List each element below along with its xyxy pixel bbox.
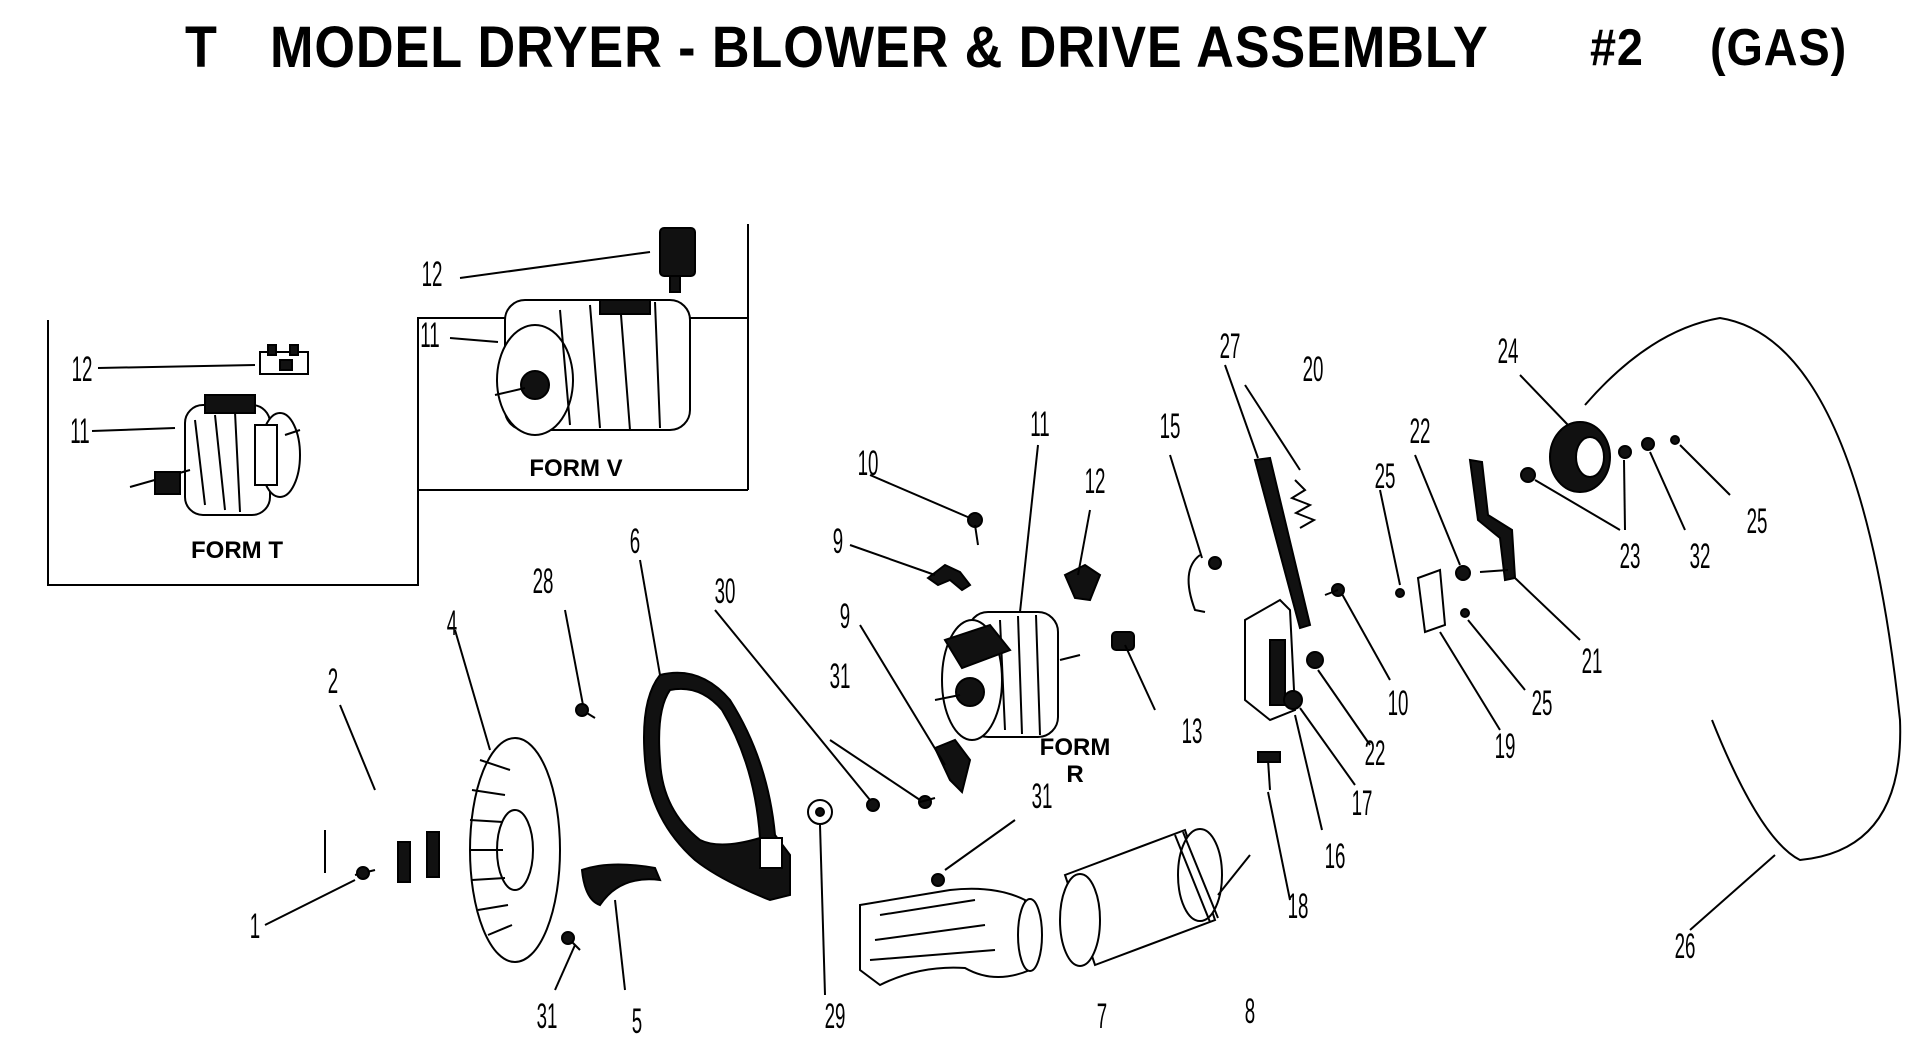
bracket-part-19 [1416,568,1447,634]
callout-9-upper: 9 [833,522,843,561]
callout-12: 12 [1085,462,1106,501]
exhaust-tube-part-8 [1059,828,1223,967]
callout-24: 24 [1498,332,1519,371]
form-t-callout-12: 12 [72,350,93,389]
callout-32: 32 [1690,537,1711,576]
callout-22-right: 22 [1410,412,1431,451]
clip-part-13 [1111,631,1135,651]
callout-25-right: 25 [1747,502,1768,541]
callout-8: 8 [1245,992,1255,1031]
title-fuel-type: (GAS) [1710,19,1848,77]
bracket-part-9-upper [926,563,972,592]
spring-clip-part-15 [1187,554,1222,613]
clamp-part-29 [807,799,833,825]
bracket-part-16 [1244,598,1297,722]
screw-part-31-mid [918,795,936,809]
callout-31-lower: 31 [537,997,558,1036]
nut-part-30 [866,798,880,812]
washer-part-32 [1641,437,1655,451]
diagram-title: T MODEL DRYER - BLOWER & DRIVE ASSEMBLY … [0,8,1920,98]
washer-part-25-b [1460,608,1470,618]
form-t-motor [129,394,301,516]
blower-wheel-part-4 [469,737,561,963]
callout-10-upper: 10 [858,444,879,483]
callout-19: 19 [1495,727,1516,766]
form-v-label: FORM V [529,455,622,482]
callout-numbers: 1 2 4 5 6 7 8 9 9 10 10 11 12 13 15 16 1… [250,327,1768,1041]
form-v-switch [659,227,696,293]
form-t-switch [259,344,309,375]
form-v-motor [494,299,691,436]
callout-27: 27 [1220,327,1241,366]
blower-housing-part-6 [643,671,791,902]
callout-16: 16 [1325,837,1346,876]
clip-set-part-2 [324,830,440,883]
callout-10-lower: 10 [1388,684,1409,723]
callout-7: 7 [1097,997,1107,1036]
bracket-part-21 [1468,458,1517,582]
callout-17: 17 [1352,784,1373,823]
switch-part-12 [1063,563,1102,602]
screw-part-10-upper [967,512,983,546]
callout-5: 5 [632,1002,642,1041]
form-r-label-line1: FORM [1040,734,1111,761]
washer-part-23 [1520,445,1632,483]
callout-1: 1 [250,907,260,946]
callout-18: 18 [1288,887,1309,926]
callout-29: 29 [825,997,846,1036]
shield-part-5 [580,863,662,907]
title-model-letter: T [185,15,218,80]
washer-part-22-left [1306,651,1324,669]
bracket-part-9-lower [933,738,972,794]
callout-15: 15 [1160,407,1181,446]
callout-4: 4 [447,604,457,643]
screw-part-18 [1257,751,1281,791]
callout-9-lower: 9 [840,597,850,636]
main-motor-form-r-part-11 [934,611,1081,741]
screw-part-28 [575,703,596,719]
callout-30: 30 [715,572,736,611]
inset-form-v: 12 11 FORM V [417,224,749,491]
callout-21: 21 [1582,642,1603,681]
callout-2: 2 [328,662,338,701]
callout-20: 20 [1303,350,1324,389]
form-v-callout-11: 11 [420,316,439,355]
form-v-callout-12: 12 [422,255,443,294]
callout-25-lower: 25 [1532,684,1553,723]
screw-part-10-lower [1324,583,1345,597]
washer-part-17 [1283,690,1303,710]
form-t-label: FORM T [191,537,283,564]
washer-part-25-a [1395,588,1405,598]
leader-lines [264,364,1776,996]
washer-part-22-right [1455,565,1471,581]
screw-part-31-lower [561,931,581,951]
washer-part-25-c [1670,435,1680,445]
callout-23: 23 [1620,537,1641,576]
duct-elbow-part-7 [859,887,1043,987]
callout-11: 11 [1030,405,1049,444]
callout-22-left: 22 [1365,734,1386,773]
inset-form-t: 12 11 FORM T [47,320,419,586]
callout-28: 28 [533,562,554,601]
drive-belt-part-26 [1584,316,1902,862]
form-r-label-line2: R [1066,761,1083,788]
spring-part-20 [1289,479,1317,529]
callout-31-right: 31 [1032,777,1053,816]
callout-26: 26 [1675,927,1696,966]
screw-part-1 [354,866,376,880]
screw-part-31-upper [931,873,945,887]
callout-6: 6 [630,522,640,561]
title-assembly-number: #2 [1590,19,1644,77]
callout-25-left: 25 [1375,457,1396,496]
pulley-part-24 [1549,421,1611,493]
callout-31-upper: 31 [830,657,851,696]
form-t-callout-11: 11 [70,412,89,451]
idler-arm-part-27 [1253,456,1312,630]
callout-13: 13 [1182,712,1203,751]
title-main-text: MODEL DRYER - BLOWER & DRIVE ASSEMBLY [270,15,1489,80]
